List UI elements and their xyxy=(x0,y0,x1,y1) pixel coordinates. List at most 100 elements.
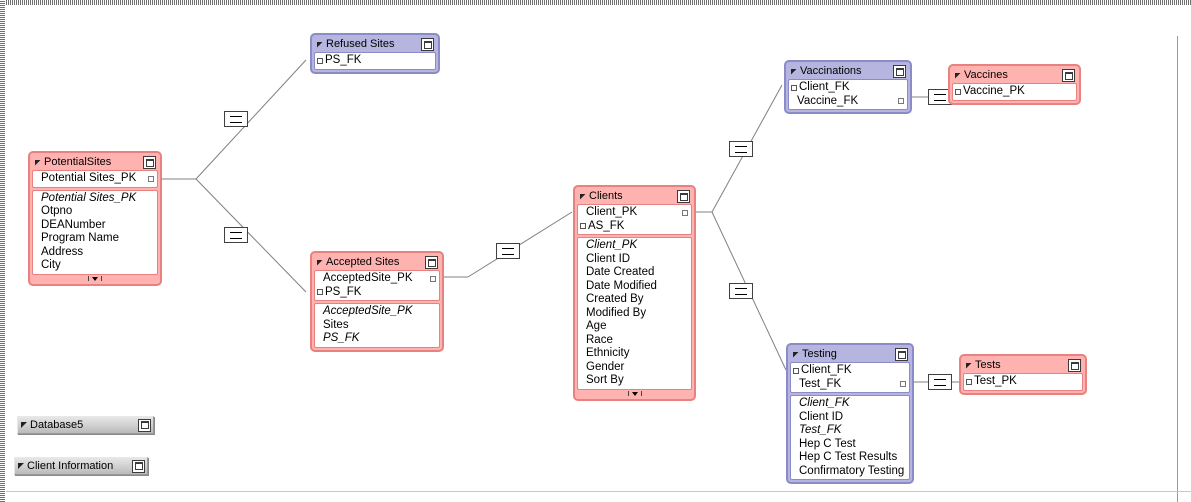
titlebar-refused-sites[interactable]: Refused Sites xyxy=(314,37,436,52)
field-row[interactable]: PS_FK xyxy=(317,286,436,300)
join-box-vaccinations-vaccines[interactable] xyxy=(928,89,952,105)
table-title: Accepted Sites xyxy=(326,256,400,268)
minimize-button[interactable] xyxy=(893,65,906,78)
scroll-down-indicator[interactable] xyxy=(622,391,648,397)
table-window-testing[interactable]: Testing Client_FK Test_FK Client_FK Clie… xyxy=(786,343,914,484)
window-menu-icon[interactable] xyxy=(580,193,586,200)
field-row[interactable]: Potential Sites_PK xyxy=(35,192,154,206)
minimize-button[interactable] xyxy=(143,156,156,169)
join-box-testing-tests[interactable] xyxy=(928,374,952,390)
join-box-clients-testing[interactable] xyxy=(729,283,753,299)
field-row[interactable]: Test_FK xyxy=(793,424,906,438)
scroll-down-indicator[interactable] xyxy=(82,276,108,282)
window-menu-icon[interactable] xyxy=(21,422,27,428)
titlebar-accepted-sites[interactable]: Accepted Sites xyxy=(314,255,440,270)
minimize-button[interactable] xyxy=(1062,69,1075,82)
key-fields-panel: Vaccine_PK xyxy=(952,83,1077,101)
minimize-button[interactable] xyxy=(421,38,434,51)
field-endpoint-dot xyxy=(900,381,906,388)
join-box-potentialsites-acceptedsites[interactable] xyxy=(224,227,248,243)
field-row[interactable]: Date Created xyxy=(580,266,688,280)
field-row[interactable]: Potential Sites_PK xyxy=(35,172,154,186)
titlebar-vaccines[interactable]: Vaccines xyxy=(952,68,1077,83)
field-bullet xyxy=(793,367,799,374)
window-menu-icon[interactable] xyxy=(966,362,972,369)
field-label: Vaccine_FK xyxy=(797,94,859,107)
table-window-potential-sites[interactable]: PotentialSites Potential Sites_PK Potent… xyxy=(28,151,162,286)
equals-glyph xyxy=(934,378,946,386)
table-window-vaccines[interactable]: Vaccines Vaccine_PK xyxy=(948,64,1081,105)
field-row[interactable]: Test_FK xyxy=(793,378,906,392)
field-endpoint-dot xyxy=(430,275,436,282)
restore-button[interactable] xyxy=(138,418,151,432)
field-row[interactable]: PS_FK xyxy=(317,54,432,68)
field-row[interactable]: Client_FK xyxy=(791,81,904,95)
field-row[interactable]: Gender xyxy=(580,361,688,375)
field-row[interactable]: Address xyxy=(35,246,154,260)
titlebar-tests[interactable]: Tests xyxy=(963,358,1083,373)
field-row[interactable]: AcceptedSite_PK xyxy=(317,272,436,286)
minimize-button[interactable] xyxy=(677,190,690,203)
restore-button[interactable] xyxy=(132,459,145,473)
window-menu-icon[interactable] xyxy=(35,159,41,166)
field-row[interactable]: Ethnicity xyxy=(580,347,688,361)
window-menu-icon[interactable] xyxy=(317,259,323,266)
join-box-potentialsites-refusedsites[interactable] xyxy=(224,111,248,127)
field-row[interactable]: Client ID xyxy=(793,411,906,425)
field-row[interactable]: Hep C Test xyxy=(793,438,906,452)
window-menu-icon[interactable] xyxy=(791,68,797,75)
field-row[interactable]: Client_FK xyxy=(793,364,906,378)
titlebar-clients[interactable]: Clients xyxy=(577,189,692,204)
table-window-accepted-sites[interactable]: Accepted Sites AcceptedSite_PK PS_FK Acc… xyxy=(310,251,444,352)
table-window-tests[interactable]: Tests Test_PK xyxy=(959,354,1087,395)
field-row[interactable]: Date Modified xyxy=(580,280,688,294)
field-label: PS_FK xyxy=(325,285,362,298)
titlebar-vaccinations[interactable]: Vaccinations xyxy=(788,64,908,79)
field-row[interactable]: Client_PK xyxy=(580,239,688,253)
titlebar-potential-sites[interactable]: PotentialSites xyxy=(32,155,158,170)
field-row[interactable]: Sort By xyxy=(580,374,688,388)
field-row[interactable]: Client ID xyxy=(580,253,688,267)
field-row[interactable]: Client_FK xyxy=(793,397,906,411)
field-row[interactable]: Otpno xyxy=(35,205,154,219)
table-window-vaccinations[interactable]: Vaccinations Client_FK Vaccine_FK xyxy=(784,60,912,114)
window-menu-icon[interactable] xyxy=(955,72,961,79)
field-row[interactable]: Hep C Test Results xyxy=(793,451,906,465)
field-row[interactable]: Sites xyxy=(317,319,436,333)
field-row[interactable]: Test_PK xyxy=(966,375,1079,389)
table-window-refused-sites[interactable]: Refused Sites PS_FK xyxy=(310,33,440,74)
field-row[interactable]: Race xyxy=(580,334,688,348)
field-row[interactable]: Program Name xyxy=(35,232,154,246)
table-window-clients[interactable]: Clients Client_PK AS_FK Client_PK Client… xyxy=(573,185,696,401)
field-row[interactable]: Modified By xyxy=(580,307,688,321)
join-box-acceptedsites-clients[interactable] xyxy=(496,243,520,259)
field-row[interactable]: Age xyxy=(580,320,688,334)
join-box-clients-vaccinations[interactable] xyxy=(729,141,753,157)
field-label: AcceptedSite_PK xyxy=(323,272,413,284)
field-row[interactable]: AS_FK xyxy=(580,220,688,234)
window-menu-icon[interactable] xyxy=(18,463,24,469)
minimize-button[interactable] xyxy=(895,348,908,361)
field-label: Test_FK xyxy=(799,424,842,436)
field-row[interactable]: City xyxy=(35,259,154,273)
minimized-window-client-information[interactable]: Client Information xyxy=(14,457,148,475)
field-row[interactable]: Vaccine_FK xyxy=(791,95,904,109)
field-row[interactable]: Created By xyxy=(580,293,688,307)
field-endpoint-dot xyxy=(682,209,688,216)
field-row[interactable]: PS_FK xyxy=(317,332,436,346)
minimized-window-database5[interactable]: Database5 xyxy=(17,416,154,434)
field-row[interactable]: Client_PK xyxy=(580,206,688,220)
field-label: Hep C Test Results xyxy=(799,451,898,463)
field-row[interactable]: Vaccine_PK xyxy=(955,85,1073,99)
window-menu-icon[interactable] xyxy=(793,351,799,358)
field-row[interactable]: Confirmatory Testing xyxy=(793,465,906,479)
titlebar-testing[interactable]: Testing xyxy=(790,347,910,362)
window-top-edge xyxy=(0,0,1191,5)
field-row[interactable]: DEANumber xyxy=(35,219,154,233)
minimize-button[interactable] xyxy=(425,256,438,269)
minimize-button[interactable] xyxy=(1068,359,1081,372)
field-row[interactable]: AcceptedSite_PK xyxy=(317,305,436,319)
field-label: Test_PK xyxy=(974,375,1017,387)
window-menu-icon[interactable] xyxy=(317,41,323,48)
